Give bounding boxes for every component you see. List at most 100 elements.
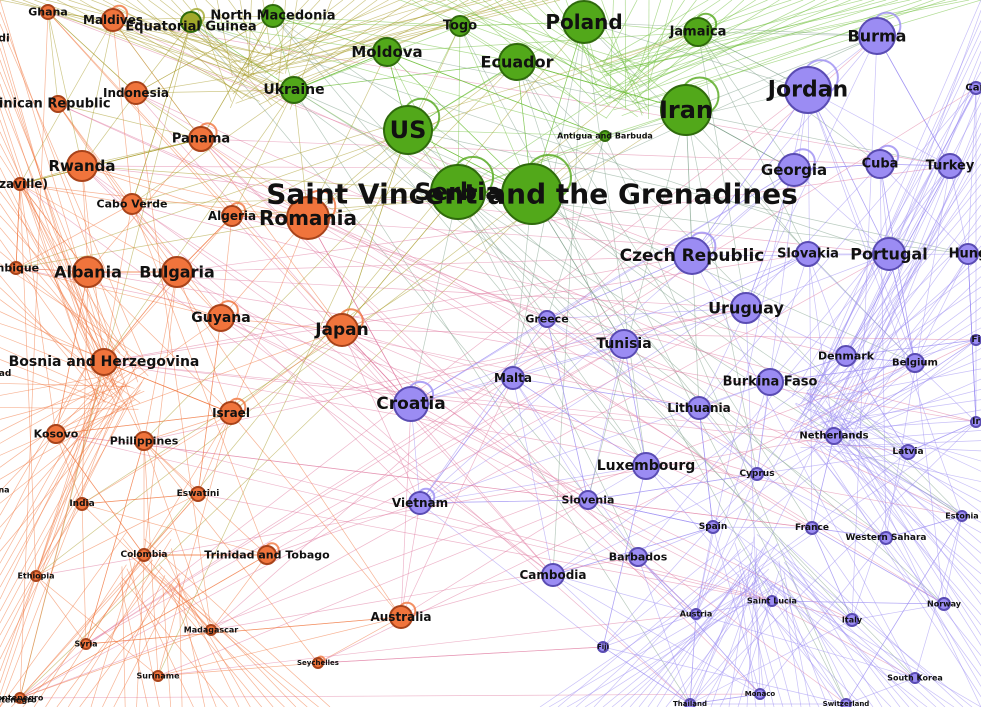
node-denmark[interactable] <box>835 345 857 367</box>
node-label-skorea: South Korea <box>887 674 943 683</box>
node-india[interactable] <box>75 497 89 511</box>
node-norway[interactable] <box>937 597 951 611</box>
node-burma[interactable] <box>858 17 896 55</box>
node-ghana[interactable] <box>40 4 56 20</box>
graph-edge-490 <box>157 616 402 677</box>
node-netherlands[interactable] <box>825 427 843 445</box>
node-vietnam[interactable] <box>408 491 432 515</box>
node-colombia[interactable] <box>137 548 151 562</box>
node-australia[interactable] <box>389 605 413 629</box>
node-greece[interactable] <box>538 310 556 328</box>
graph-edge-780 <box>821 420 981 554</box>
node-ecuador[interactable] <box>498 43 536 81</box>
node-label-antigua: Antigua and Barbuda <box>557 132 653 141</box>
node-ukraine[interactable] <box>280 76 308 104</box>
node-antigua[interactable] <box>599 130 611 142</box>
node-algeria[interactable] <box>221 205 243 227</box>
node-czech[interactable] <box>673 237 711 275</box>
node-austria[interactable] <box>690 608 702 620</box>
node-georgia[interactable] <box>777 153 811 187</box>
node-cuba[interactable] <box>865 149 895 179</box>
node-togo[interactable] <box>449 15 471 37</box>
node-burkina[interactable] <box>756 368 784 396</box>
node-slovakia[interactable] <box>795 241 821 267</box>
node-thailand[interactable] <box>684 698 696 707</box>
graph-edge-687 <box>530 0 647 112</box>
node-syria[interactable] <box>80 638 92 650</box>
graph-edge-392 <box>512 377 647 467</box>
node-skorea[interactable] <box>909 672 921 684</box>
node-belgium[interactable] <box>905 353 925 373</box>
graph-edge-778 <box>804 432 981 534</box>
node-lithuania[interactable] <box>687 396 711 420</box>
node-uruguay[interactable] <box>730 292 762 324</box>
node-kosovo[interactable] <box>46 424 66 444</box>
node-label-montenegro: ontenegro <box>0 694 44 703</box>
node-indonesia[interactable] <box>124 81 148 105</box>
graph-edge-864 <box>171 548 206 707</box>
node-romania[interactable] <box>286 196 330 240</box>
node-latvia[interactable] <box>900 444 916 460</box>
node-malta[interactable] <box>501 366 525 390</box>
node-nmacedonia[interactable] <box>261 4 285 28</box>
node-caboverde[interactable] <box>121 193 143 215</box>
node-albania[interactable] <box>72 256 104 288</box>
node-croatia[interactable] <box>393 386 429 422</box>
node-france[interactable] <box>805 521 819 535</box>
graph-edge-472 <box>552 574 697 615</box>
node-israel[interactable] <box>219 401 243 425</box>
node-spain[interactable] <box>706 520 720 534</box>
node-hungary[interactable] <box>957 243 979 265</box>
node-eqguinea[interactable] <box>180 11 202 33</box>
graph-edge-849 <box>33 564 127 707</box>
node-luxembourg[interactable] <box>632 452 660 480</box>
node-maldives[interactable] <box>101 8 125 32</box>
node-japan[interactable] <box>325 313 359 347</box>
graph-edge-10 <box>112 19 951 167</box>
node-stlucia[interactable] <box>766 595 778 607</box>
node-cambodia[interactable] <box>541 563 565 587</box>
node-bulgaria[interactable] <box>161 256 193 288</box>
node-bosnia[interactable] <box>90 348 118 376</box>
node-italy[interactable] <box>845 613 859 627</box>
node-jordan[interactable] <box>784 66 832 114</box>
node-iran[interactable] <box>660 84 712 136</box>
node-serbia[interactable] <box>430 164 486 220</box>
node-cyprus[interactable] <box>750 467 764 481</box>
node-madagascar[interactable] <box>205 624 217 636</box>
node-panama[interactable] <box>188 126 214 152</box>
node-seychelles[interactable] <box>312 657 324 669</box>
graph-edge-613 <box>0 385 100 564</box>
node-barbados[interactable] <box>628 547 648 567</box>
node-trinidad[interactable] <box>257 545 277 565</box>
node-svg[interactable] <box>501 163 563 225</box>
node-jamaica[interactable] <box>683 17 713 47</box>
node-iceland[interactable] <box>970 416 981 428</box>
node-tunisia[interactable] <box>609 329 639 359</box>
node-wsahara[interactable] <box>879 531 893 545</box>
node-suriname[interactable] <box>152 670 164 682</box>
node-portugal[interactable] <box>872 237 906 271</box>
node-dominican[interactable] <box>49 95 67 113</box>
node-mozambique[interactable] <box>9 261 23 275</box>
node-ethiopia[interactable] <box>30 570 42 582</box>
graph-edge-544 <box>689 613 697 705</box>
node-switzerland[interactable] <box>840 698 852 707</box>
node-rwanda[interactable] <box>66 150 98 182</box>
node-moldova[interactable] <box>372 37 402 67</box>
node-monaco[interactable] <box>754 688 766 700</box>
node-turkey[interactable] <box>937 153 963 179</box>
node-slovenia[interactable] <box>578 490 598 510</box>
node-eswatini[interactable] <box>190 486 206 502</box>
node-congo[interactable] <box>13 177 27 191</box>
node-us[interactable] <box>383 105 433 155</box>
node-finland[interactable] <box>970 334 981 346</box>
node-canada[interactable] <box>969 81 981 95</box>
node-guyana[interactable] <box>207 304 235 332</box>
node-estonia[interactable] <box>956 510 968 522</box>
node-philippines[interactable] <box>134 431 154 451</box>
node-montenegro[interactable] <box>14 692 26 704</box>
node-poland[interactable] <box>562 0 606 44</box>
graph-edge-726 <box>802 0 981 415</box>
node-fiji[interactable] <box>597 641 609 653</box>
